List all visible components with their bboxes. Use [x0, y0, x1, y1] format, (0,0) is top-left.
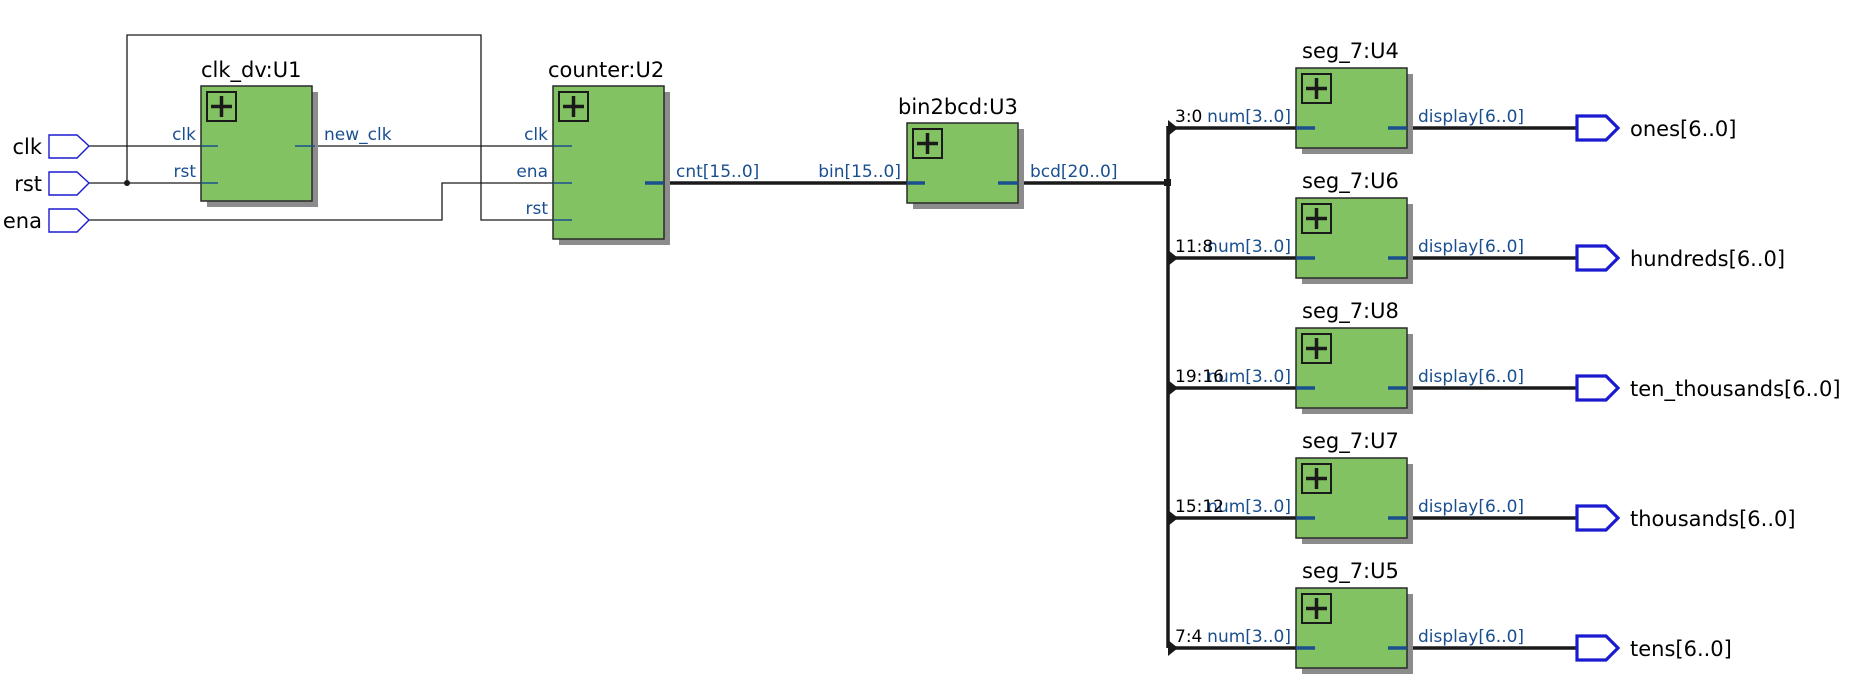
port-clk: clk: [172, 125, 196, 145]
port-display: display[6..0]: [1418, 627, 1524, 647]
expand-icon[interactable]: [1301, 593, 1332, 624]
port-display: display[6..0]: [1418, 497, 1524, 517]
block-title: clk_dv:U1: [201, 58, 301, 83]
input-pin-rst[interactable]: [48, 171, 91, 196]
bus-tap-marker: [1168, 120, 1178, 136]
expand-icon[interactable]: [206, 91, 237, 122]
port-num: num[3..0]: [1207, 627, 1291, 647]
expand-icon[interactable]: [558, 91, 589, 122]
output-label-tens: tens[6..0]: [1630, 637, 1732, 661]
port-num: num[3..0]: [1207, 497, 1291, 517]
output-pins: ones[6..0] hundreds[6..0] ten_thousands[…: [1575, 114, 1841, 662]
port-clk: clk: [524, 125, 548, 145]
expand-icon[interactable]: [1301, 203, 1332, 234]
output-pin-tens[interactable]: [1575, 634, 1621, 662]
port-display: display[6..0]: [1418, 237, 1524, 257]
block-title: seg_7:U4: [1302, 39, 1399, 64]
bus-tap-label: 19:16: [1175, 367, 1224, 387]
expand-icon[interactable]: [1301, 333, 1332, 364]
port-ena: ena: [516, 162, 548, 182]
block-body: [1295, 197, 1408, 279]
input-pin-clk[interactable]: [48, 134, 91, 159]
block-body: [1295, 67, 1408, 149]
port-num: num[3..0]: [1207, 367, 1291, 387]
bus-tap-marker: [1168, 380, 1178, 396]
block-title: bin2bcd:U3: [898, 95, 1018, 119]
junction-rst: [124, 180, 130, 186]
bus-tap-marker: [1168, 640, 1178, 656]
block-body: [1295, 457, 1408, 539]
input-pin-ena[interactable]: [48, 208, 91, 233]
input-label-ena: ena: [3, 209, 42, 233]
expand-icon[interactable]: [1301, 463, 1332, 494]
block-seg7-u8[interactable]: seg_7:U8 num[3..0] display[6..0] 19:16: [1175, 299, 1524, 414]
block-seg7-u7[interactable]: seg_7:U7 num[3..0] display[6..0] 15:12: [1175, 429, 1524, 544]
block-body: [552, 85, 665, 240]
port-cnt: cnt[15..0]: [676, 162, 759, 182]
port-new-clk: new_clk: [324, 125, 392, 145]
block-counter-u2[interactable]: counter:U2 clk ena rst cnt[15..0]: [516, 58, 759, 245]
bus-tap-label: 3:0: [1175, 107, 1202, 127]
output-pin-ones[interactable]: [1575, 114, 1621, 142]
output-pin-ten-thousands[interactable]: [1575, 374, 1621, 402]
input-label-rst: rst: [14, 172, 42, 196]
block-title: seg_7:U7: [1302, 429, 1399, 454]
block-title: seg_7:U6: [1302, 169, 1399, 194]
block-title: seg_7:U8: [1302, 299, 1399, 324]
expand-icon[interactable]: [912, 128, 943, 159]
wires: [74, 34, 1577, 656]
port-display: display[6..0]: [1418, 107, 1524, 127]
block-clk-dv-u1[interactable]: clk_dv:U1 clk rst new_clk: [172, 58, 392, 207]
output-pin-thousands[interactable]: [1575, 504, 1621, 532]
bus-tap-marker: [1168, 250, 1178, 266]
block-body: [906, 122, 1019, 204]
port-rst: rst: [525, 199, 548, 219]
block-body: [200, 85, 313, 202]
port-num: num[3..0]: [1207, 237, 1291, 257]
expand-icon[interactable]: [1301, 73, 1332, 104]
output-label-hundreds: hundreds[6..0]: [1630, 247, 1785, 271]
block-body: [1295, 587, 1408, 669]
block-title: counter:U2: [548, 58, 664, 82]
bus-tap-marker: [1168, 510, 1178, 526]
output-label-ones: ones[6..0]: [1630, 117, 1736, 141]
wire-ena[interactable]: [74, 182, 572, 221]
bus-tap-label: 7:4: [1175, 627, 1202, 647]
input-pins: clk rst ena: [3, 134, 91, 233]
bus-tap-label: 11:8: [1175, 237, 1213, 257]
bus-tap-label: 15:12: [1175, 497, 1224, 517]
output-label-ten-thousands: ten_thousands[6..0]: [1630, 377, 1841, 402]
block-seg7-u5[interactable]: seg_7:U5 num[3..0] display[6..0] 7:4: [1175, 559, 1524, 674]
port-bin: bin[15..0]: [818, 162, 901, 182]
port-bcd: bcd[20..0]: [1030, 162, 1117, 182]
block-body: [1295, 327, 1408, 409]
block-title: seg_7:U5: [1302, 559, 1399, 584]
block-seg7-u4[interactable]: seg_7:U4 num[3..0] display[6..0] 3:0: [1175, 39, 1524, 154]
input-label-clk: clk: [12, 135, 42, 159]
output-label-thousands: thousands[6..0]: [1630, 507, 1796, 531]
output-pin-hundreds[interactable]: [1575, 244, 1621, 272]
port-display: display[6..0]: [1418, 367, 1524, 387]
block-bin2bcd-u3[interactable]: bin2bcd:U3 bin[15..0] bcd[20..0]: [818, 95, 1117, 209]
wire-rst-loop[interactable]: [126, 34, 572, 221]
port-rst: rst: [173, 162, 196, 182]
bus-trunk-corner: [1164, 179, 1171, 186]
block-seg7-u6[interactable]: seg_7:U6 num[3..0] display[6..0] 11:8: [1175, 169, 1524, 284]
port-num: num[3..0]: [1207, 107, 1291, 127]
